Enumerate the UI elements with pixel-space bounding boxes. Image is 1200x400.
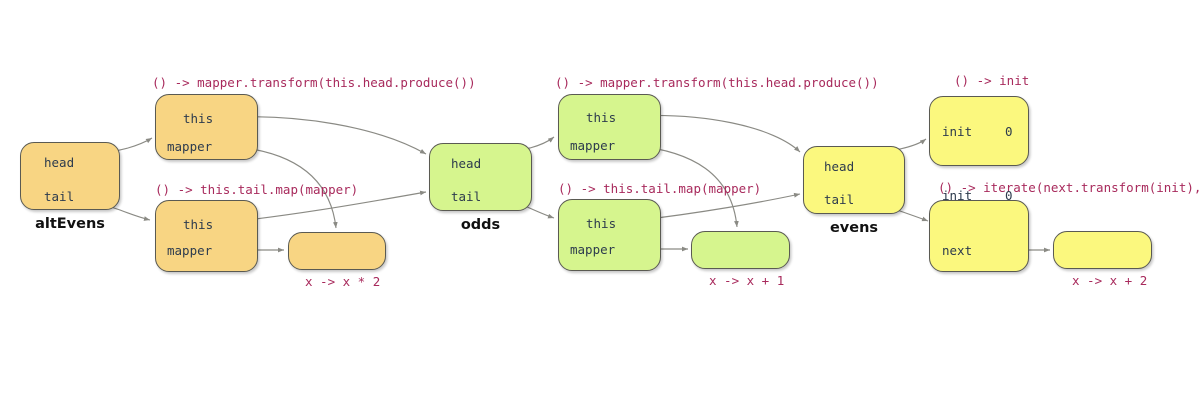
closure-evens-head-slot-init-value: 0 [1005, 124, 1013, 139]
lambda-plus-2-label: x -> x + 2 [1072, 273, 1148, 288]
closure-evens-tail-slot-next-key: next [942, 243, 973, 258]
lambda-times-2[interactable] [288, 232, 386, 270]
closure-altEvens-head-slot-mapper-key: mapper [167, 139, 213, 154]
closure-altEvens-head-label: () -> mapper.transform(this.head.produce… [152, 75, 476, 90]
closure-altEvens-tail-slot-this-key: this [183, 217, 214, 232]
closure-evens-head[interactable] [929, 96, 1029, 166]
object-odds-slot-tail-key: tail [451, 189, 482, 204]
object-evens-slot-head-key: head [824, 159, 855, 174]
object-odds-slot-head-key: head [451, 156, 482, 171]
closure-odds-tail-slot-mapper-key: mapper [570, 242, 616, 257]
closure-altEvens-tail[interactable] [155, 200, 258, 272]
closure-altEvens-tail-slot-mapper-key: mapper [167, 243, 213, 258]
closure-altEvens-head-slot-this-key: this [183, 111, 214, 126]
closure-odds-head[interactable] [558, 94, 661, 160]
object-altEvens-slot-head-key: head [44, 155, 75, 170]
closure-odds-head-slot-this-key: this [586, 110, 617, 125]
closure-odds-tail[interactable] [558, 199, 661, 271]
object-evens[interactable] [803, 146, 905, 214]
object-altEvens-name: altEvens [35, 216, 105, 232]
closure-evens-tail[interactable] [929, 200, 1029, 272]
object-odds-name: odds [460, 217, 501, 233]
closure-odds-head-label: () -> mapper.transform(this.head.produce… [555, 75, 879, 90]
object-evens-name: evens [829, 220, 879, 236]
closure-evens-head-label: () -> init [954, 73, 1030, 88]
lambda-plus-1[interactable] [691, 231, 790, 269]
object-odds[interactable] [429, 143, 532, 211]
closure-odds-tail-slot-this-key: this [586, 216, 617, 231]
object-evens-slot-tail-key: tail [824, 192, 855, 207]
closure-odds-tail-label: () -> this.tail.map(mapper) [558, 181, 762, 196]
lambda-plus-1-label: x -> x + 1 [709, 273, 785, 288]
lambda-times-2-label: x -> x * 2 [305, 274, 381, 289]
closure-altEvens-head[interactable] [155, 94, 258, 160]
closure-evens-tail-slot-init-value: 0 [1005, 188, 1013, 203]
closure-altEvens-tail-label: () -> this.tail.map(mapper) [155, 182, 359, 197]
closure-evens-head-slot-init-key: init [942, 124, 973, 139]
closure-evens-tail-slot-init-key: init [942, 188, 973, 203]
object-altEvens-slot-tail-key: tail [44, 189, 75, 204]
object-altEvens[interactable] [20, 142, 120, 210]
closure-evens-tail-label: () -> iterate(next.transform(init), next… [938, 180, 1200, 195]
closure-odds-head-slot-mapper-key: mapper [570, 138, 616, 153]
lambda-plus-2[interactable] [1053, 231, 1152, 269]
